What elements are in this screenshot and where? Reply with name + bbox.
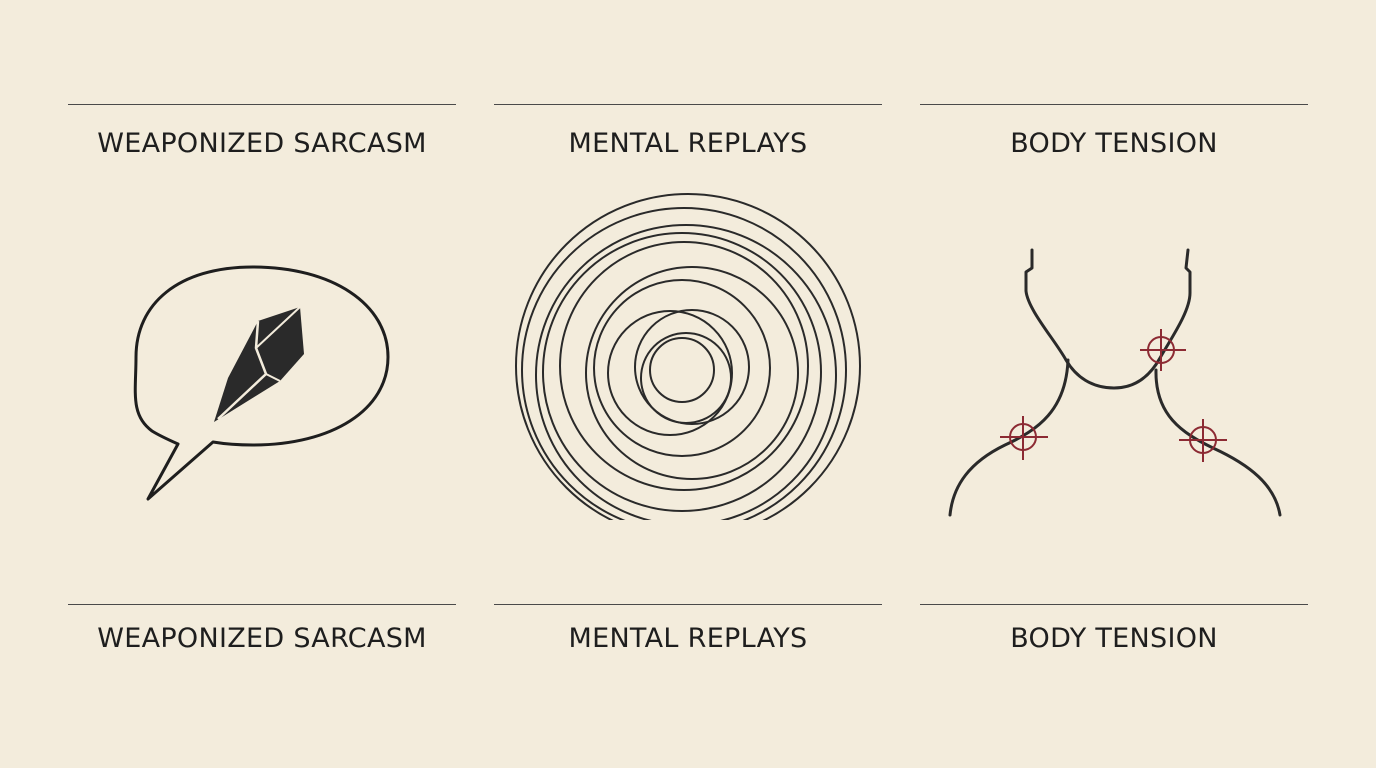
panel-caption: BODY TENSION	[1010, 623, 1218, 654]
panel-body-tension: BODY TENSION BODY TENSION	[920, 0, 1308, 768]
panel-caption: MENTAL REPLAYS	[568, 623, 808, 654]
panel-title: MENTAL REPLAYS	[568, 128, 808, 159]
tension-point-icon	[1179, 419, 1227, 462]
top-divider	[494, 104, 882, 105]
speech-bubble-outline	[133, 265, 390, 501]
panel-title: BODY TENSION	[1010, 128, 1218, 159]
top-divider	[920, 104, 1308, 105]
speech-bubble-with-shard-icon	[133, 265, 390, 501]
concentric-spiral-rings-icon	[515, 193, 861, 520]
top-divider	[68, 104, 456, 105]
panel-caption: WEAPONIZED SARCASM	[97, 623, 427, 654]
head-outline-icon	[1024, 248, 1192, 390]
bottom-divider	[920, 604, 1308, 605]
shoulders-outline-icon	[948, 358, 1282, 517]
panel-mental-replays: MENTAL REPLAYS MENTAL REPLAYS	[494, 0, 882, 768]
neck-shoulders-tension-points-icon	[948, 248, 1282, 517]
tension-point-icon	[1140, 329, 1186, 371]
bottom-divider	[494, 604, 882, 605]
bottom-divider	[68, 604, 456, 605]
shard-icon	[214, 306, 304, 422]
tension-point-icon	[1000, 416, 1048, 460]
panel-title: WEAPONIZED SARCASM	[97, 128, 427, 159]
panel-weaponized-sarcasm: WEAPONIZED SARCASM WEAPONIZED SARCASM	[68, 0, 456, 768]
